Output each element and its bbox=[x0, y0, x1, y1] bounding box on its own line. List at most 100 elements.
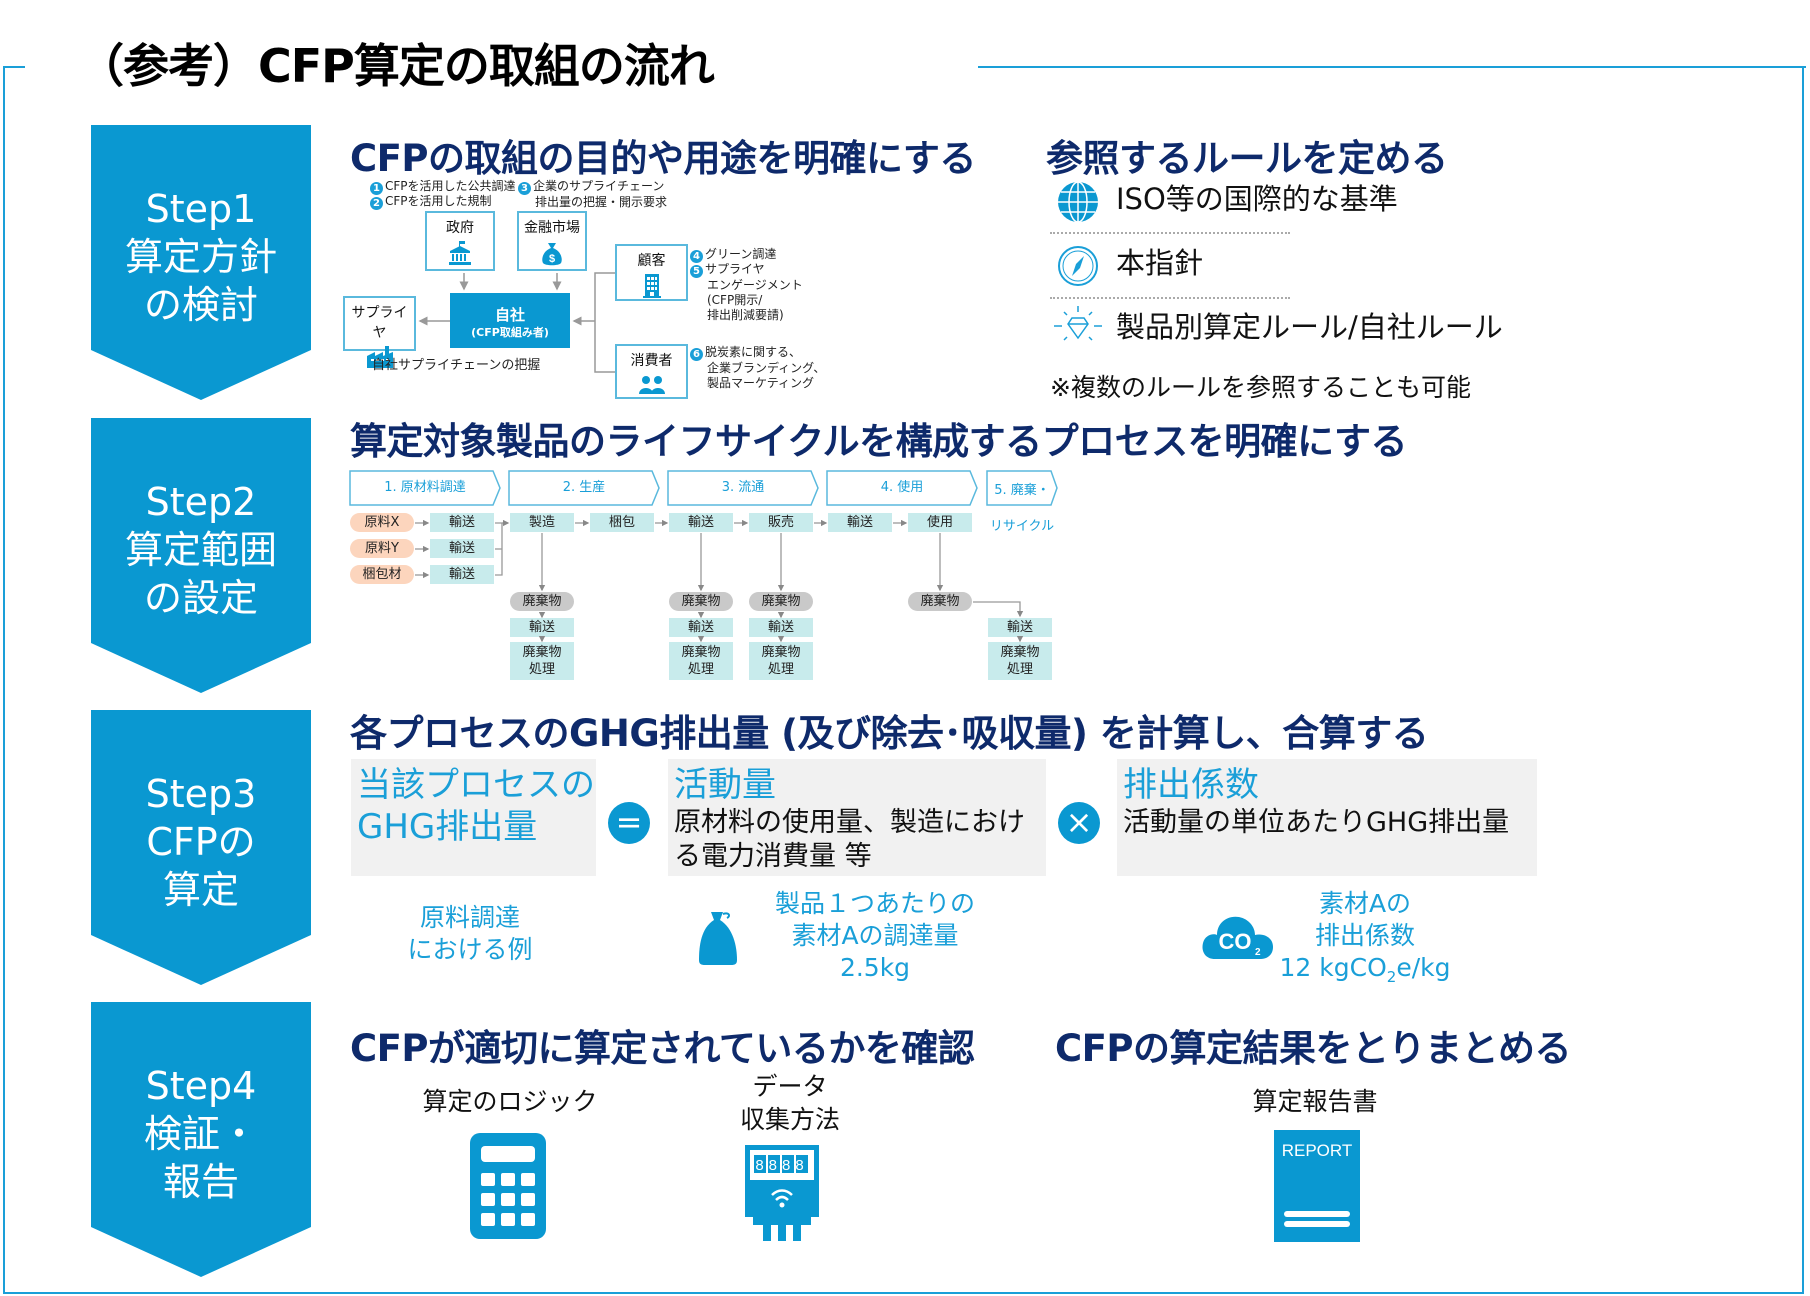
term-factor-body: 活動量の単位あたりGHG排出量 bbox=[1123, 807, 1510, 838]
phase-3-label: 3. 流通 bbox=[721, 480, 765, 495]
material-bag-icon bbox=[699, 912, 737, 965]
report-label: 算定報告書 bbox=[1252, 1087, 1378, 1116]
svg-text:REPORT: REPORT bbox=[1282, 1141, 1353, 1160]
rule-item-iso: ISO等の国際的な基準 bbox=[1050, 172, 1490, 232]
formula-term-factor: 排出係数 活動量の単位あたりGHG排出量 bbox=[1117, 759, 1537, 876]
note-5-text3: (CFP開示/ bbox=[707, 293, 763, 307]
step3-label: Step3 bbox=[145, 772, 257, 816]
entity-government: 政府 bbox=[425, 211, 495, 271]
term-factor-head: 排出係数 bbox=[1123, 765, 1259, 805]
waste-node: 廃棄物 bbox=[510, 592, 574, 611]
rule-item-product-rule: 製品別算定ルール/自社ルール bbox=[1050, 300, 1503, 360]
note-5-text4: 排出削減要請) bbox=[707, 308, 784, 322]
waste-node: 廃棄物 bbox=[669, 592, 733, 611]
process-transport: 輸送 bbox=[510, 618, 574, 637]
process-waste-treatment: 廃棄物処理 bbox=[510, 642, 574, 680]
office-building-icon bbox=[642, 274, 661, 298]
term-activity-head: 活動量 bbox=[674, 765, 776, 805]
process-transport: 輸送 bbox=[430, 513, 494, 532]
supply-chain-caption: 自社サプライチェーンの把握 bbox=[372, 358, 541, 373]
input-material-y: 原料Y bbox=[350, 539, 414, 558]
example-factor-value: 12 kgCO2e/kg bbox=[1279, 953, 1451, 986]
entity-customer-label: 顧客 bbox=[637, 253, 666, 269]
entity-supplier-label: サプライヤ bbox=[351, 305, 408, 341]
term-emissions-line1: 当該プロセスの bbox=[357, 765, 595, 805]
step4-summary-heading: CFPの算定結果をとりまとめる bbox=[1055, 1027, 1572, 1070]
example-label: 原料調達 における例 bbox=[400, 902, 540, 966]
rule-divider bbox=[1050, 297, 1290, 299]
example-factor-2: 排出係数 bbox=[1314, 921, 1415, 950]
step4-verify-heading: CFPが適切に算定されているかを確認 bbox=[350, 1027, 975, 1070]
entity-supplier: サプライヤ bbox=[343, 296, 416, 368]
input-material-x: 原料X bbox=[350, 513, 414, 532]
entity-self-title: 自社 bbox=[494, 306, 525, 324]
note-4-badge: 4 bbox=[690, 250, 703, 263]
step1-title-2: の検討 bbox=[143, 283, 258, 327]
process-waste-treatment: 廃棄物処理 bbox=[669, 642, 733, 680]
phase-4-label: 4. 使用 bbox=[880, 480, 924, 495]
entity-consumer: 消費者 bbox=[615, 344, 688, 399]
content-frame bbox=[3, 66, 1804, 1294]
entity-consumer-label: 消費者 bbox=[630, 353, 673, 369]
step1-label: Step1 bbox=[145, 187, 257, 231]
calculator-icon bbox=[470, 1133, 546, 1239]
phase-4: 4. 使用 bbox=[826, 470, 978, 506]
process-transport: 輸送 bbox=[669, 513, 733, 532]
co2-cloud-icon: CO 2 bbox=[1202, 916, 1273, 959]
rules-heading: 参照するルールを定める bbox=[1046, 137, 1448, 180]
step3-title-2: 算定 bbox=[162, 868, 239, 912]
process-transport: 輸送 bbox=[988, 618, 1052, 637]
entity-customer: 顧客 bbox=[615, 244, 688, 301]
note-3-text2: 排出量の把握・開示要求 bbox=[535, 195, 668, 209]
waste-node: 廃棄物 bbox=[749, 592, 813, 611]
logic-label: 算定のロジック bbox=[422, 1087, 598, 1116]
rule-divider bbox=[1050, 232, 1290, 234]
waste-node: 廃棄物 bbox=[908, 592, 972, 611]
globe-icon bbox=[1058, 181, 1098, 223]
step4-title-2: 報告 bbox=[162, 1160, 239, 1204]
step4-label: Step4 bbox=[145, 1064, 257, 1108]
note-5-text2: エンゲージメント bbox=[707, 278, 803, 292]
example-factor-1: 素材Aの bbox=[1318, 889, 1412, 918]
step1-purpose-heading: CFPの取組の目的や用途を明確にする bbox=[350, 137, 976, 180]
step3-chevron: Step3 CFPの 算定 bbox=[91, 710, 311, 985]
term-activity-body: 原材料の使用量、製造における電力消費量 等 bbox=[674, 807, 1025, 872]
process-use: 使用 bbox=[908, 513, 972, 532]
government-building-icon bbox=[449, 241, 471, 265]
process-transport: 輸送 bbox=[749, 618, 813, 637]
process-transport: 輸送 bbox=[669, 618, 733, 637]
data-collection-label-1: データ bbox=[752, 1072, 828, 1101]
example-activity-2: 素材Aの調達量 bbox=[791, 921, 959, 950]
step3-heading: 各プロセスのGHG排出量 (及び除去･吸収量) を計算し、合算する bbox=[350, 712, 1429, 755]
process-waste-treatment: 廃棄物処理 bbox=[988, 642, 1052, 680]
rule-label-product-rule: 製品別算定ルール/自社ルール bbox=[1116, 310, 1503, 344]
process-packing: 梱包 bbox=[590, 513, 654, 532]
note-3-badge: 3 bbox=[518, 182, 531, 195]
svg-text:8888: 8888 bbox=[755, 1157, 808, 1174]
process-transport: 輸送 bbox=[430, 565, 494, 584]
factory-icon bbox=[366, 346, 393, 368]
step2-chevron: Step2 算定範囲 の設定 bbox=[91, 418, 311, 693]
note-4-text: グリーン調達 bbox=[705, 247, 777, 261]
example-label-1: 原料調達 bbox=[419, 903, 520, 932]
consumers-icon bbox=[638, 376, 665, 394]
page-title: （参考）CFP算定の取組の流れ bbox=[78, 39, 715, 93]
phase-2: 2. 生産 bbox=[508, 470, 660, 506]
formula-term-emissions: 当該プロセスの GHG排出量 bbox=[351, 759, 596, 876]
step2-title-2: の設定 bbox=[143, 576, 258, 620]
phase-2-label: 2. 生産 bbox=[562, 480, 606, 495]
data-collection-label: データ 収集方法 bbox=[690, 1070, 890, 1136]
rule-label-guideline: 本指針 bbox=[1116, 246, 1204, 280]
step4-chevron: Step4 検証・ 報告 bbox=[91, 1002, 311, 1277]
phase-1-label: 1. 原材料調達 bbox=[384, 480, 466, 495]
compass-icon bbox=[1058, 246, 1098, 286]
svg-text:CO: CO bbox=[1219, 929, 1252, 954]
note-1-text: CFPを活用した公共調達 bbox=[385, 179, 516, 193]
example-label-2: における例 bbox=[407, 935, 533, 964]
note-5-badge: 5 bbox=[690, 265, 703, 278]
